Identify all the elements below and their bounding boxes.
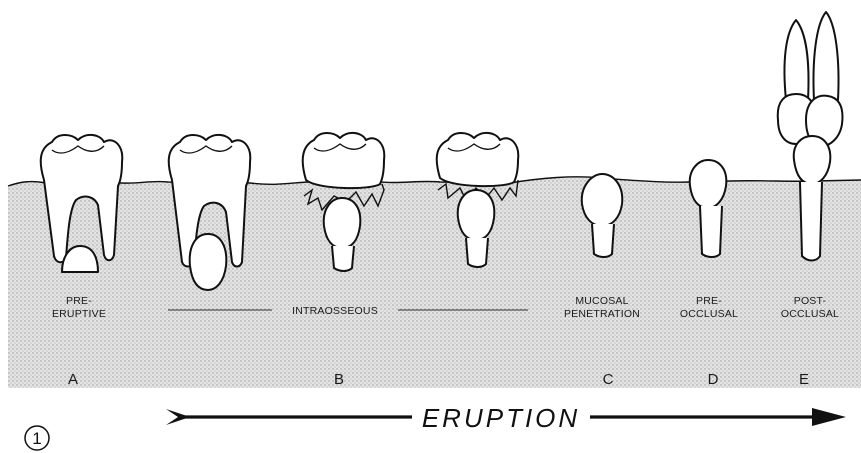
label-c-line1: MUCOSAL — [575, 295, 628, 307]
upper-root-right — [814, 12, 839, 100]
label-a-line2: ERUPTIVE — [52, 308, 106, 320]
letter-d: D — [708, 371, 719, 388]
letter-a: A — [68, 371, 78, 388]
label-d-line2: OCCLUSAL — [680, 308, 738, 320]
bone-region — [8, 177, 861, 388]
label-e-line2: OCCLUSAL — [781, 308, 839, 320]
letter-e: E — [799, 371, 809, 388]
letter-c: C — [603, 371, 614, 388]
figure-number: 1 — [32, 429, 41, 448]
eruption-label: ERUPTION — [422, 403, 580, 433]
primary-crown-b3 — [437, 133, 519, 186]
label-a-line1: PRE- — [66, 295, 92, 307]
successor-crown-b3 — [458, 190, 495, 240]
label-b: INTRAOSSEOUS — [292, 305, 378, 317]
primary-crown-b2 — [303, 133, 385, 188]
letter-b: B — [334, 371, 344, 388]
label-e-line1: POST- — [794, 295, 827, 307]
successor-crown-b2 — [324, 198, 361, 248]
label-d-line1: PRE- — [696, 295, 722, 307]
upper-root-left — [784, 20, 808, 100]
lower-crown-e — [794, 136, 831, 184]
arrow-head-icon — [812, 408, 846, 426]
crown-c — [582, 174, 622, 226]
crown-d — [690, 160, 727, 208]
successor-crown-b1 — [190, 234, 227, 290]
label-c-line2: PENETRATION — [564, 308, 640, 320]
